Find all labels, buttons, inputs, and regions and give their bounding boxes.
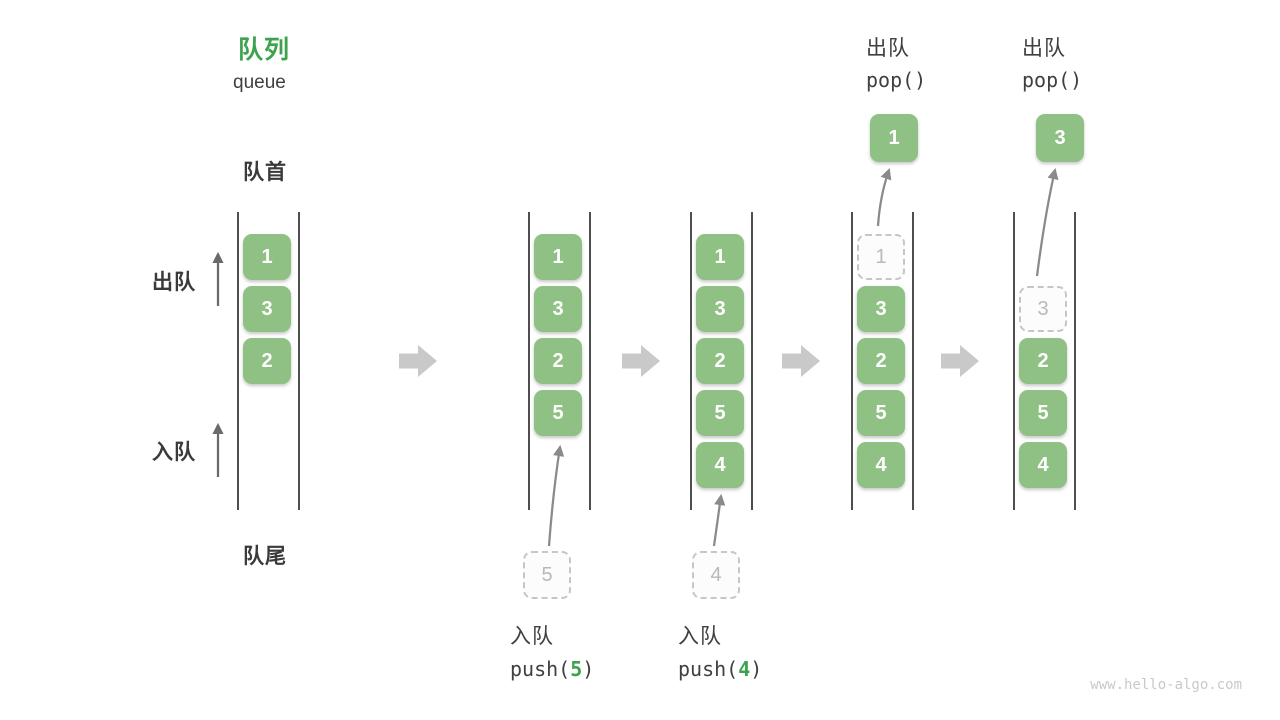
queue-element: 3 [857, 286, 905, 332]
state-transition-arrow-icon [622, 345, 660, 377]
popped-element: 1 [870, 114, 918, 162]
queue-wall [1013, 212, 1015, 510]
push5-arg: 5 [570, 657, 583, 681]
queue-wall [298, 212, 300, 510]
queue-element: 1 [534, 234, 582, 280]
pop1-arrow-icon [876, 168, 892, 227]
queue-wall [528, 212, 530, 510]
label-queue-front: 队首 [243, 161, 287, 184]
state-transition-arrow-icon [399, 345, 437, 377]
op-push5-label: 入队 [510, 625, 554, 648]
op-push4-code: push(4) [678, 657, 763, 681]
queue-element: 2 [534, 338, 582, 384]
queue-wall [912, 212, 914, 510]
queue-element: 1 [696, 234, 744, 280]
op-pop1-code: pop() [866, 68, 927, 92]
removed-element: 1 [857, 234, 905, 280]
push4-arrow-icon [712, 493, 726, 547]
queue-wall [751, 212, 753, 510]
op-pop1-label: 出队 [866, 37, 910, 60]
popped-element: 3 [1036, 114, 1084, 162]
push5-arrow-icon [547, 444, 565, 547]
queue-element: 1 [243, 234, 291, 280]
queue-element: 2 [1019, 338, 1067, 384]
queue-element: 3 [243, 286, 291, 332]
queue-element: 5 [1019, 390, 1067, 436]
queue-element: 2 [696, 338, 744, 384]
push4-arg: 4 [738, 657, 751, 681]
staged-element: 4 [692, 551, 740, 599]
diagram-title-en: queue [233, 72, 286, 93]
queue-wall [237, 212, 239, 510]
queue-element: 3 [696, 286, 744, 332]
label-dequeue-side: 出队 [152, 271, 196, 294]
queue-element: 4 [857, 442, 905, 488]
op-push4-label: 入队 [678, 625, 722, 648]
watermark: www.hello-algo.com [1090, 677, 1242, 693]
queue-element: 5 [857, 390, 905, 436]
queue-element: 5 [534, 390, 582, 436]
queue-wall [589, 212, 591, 510]
queue-element: 5 [696, 390, 744, 436]
queue-element: 2 [243, 338, 291, 384]
queue-element: 4 [696, 442, 744, 488]
queue-wall [851, 212, 853, 510]
state-transition-arrow-icon [941, 345, 979, 377]
label-enqueue-side: 入队 [152, 441, 196, 464]
pop2-arrow-icon [1035, 167, 1059, 277]
queue-wall [690, 212, 692, 510]
op-push5-code: push(5) [510, 657, 595, 681]
removed-element: 3 [1019, 286, 1067, 332]
queue-element: 3 [534, 286, 582, 332]
op-pop2-code: pop() [1022, 68, 1083, 92]
queue-element: 4 [1019, 442, 1067, 488]
label-queue-rear: 队尾 [243, 545, 287, 568]
staged-element: 5 [523, 551, 571, 599]
diagram-title-zh: 队列 [238, 36, 291, 64]
queue-wall [1074, 212, 1076, 510]
op-pop2-label: 出队 [1022, 37, 1066, 60]
state-transition-arrow-icon [782, 345, 820, 377]
queue-element: 2 [857, 338, 905, 384]
